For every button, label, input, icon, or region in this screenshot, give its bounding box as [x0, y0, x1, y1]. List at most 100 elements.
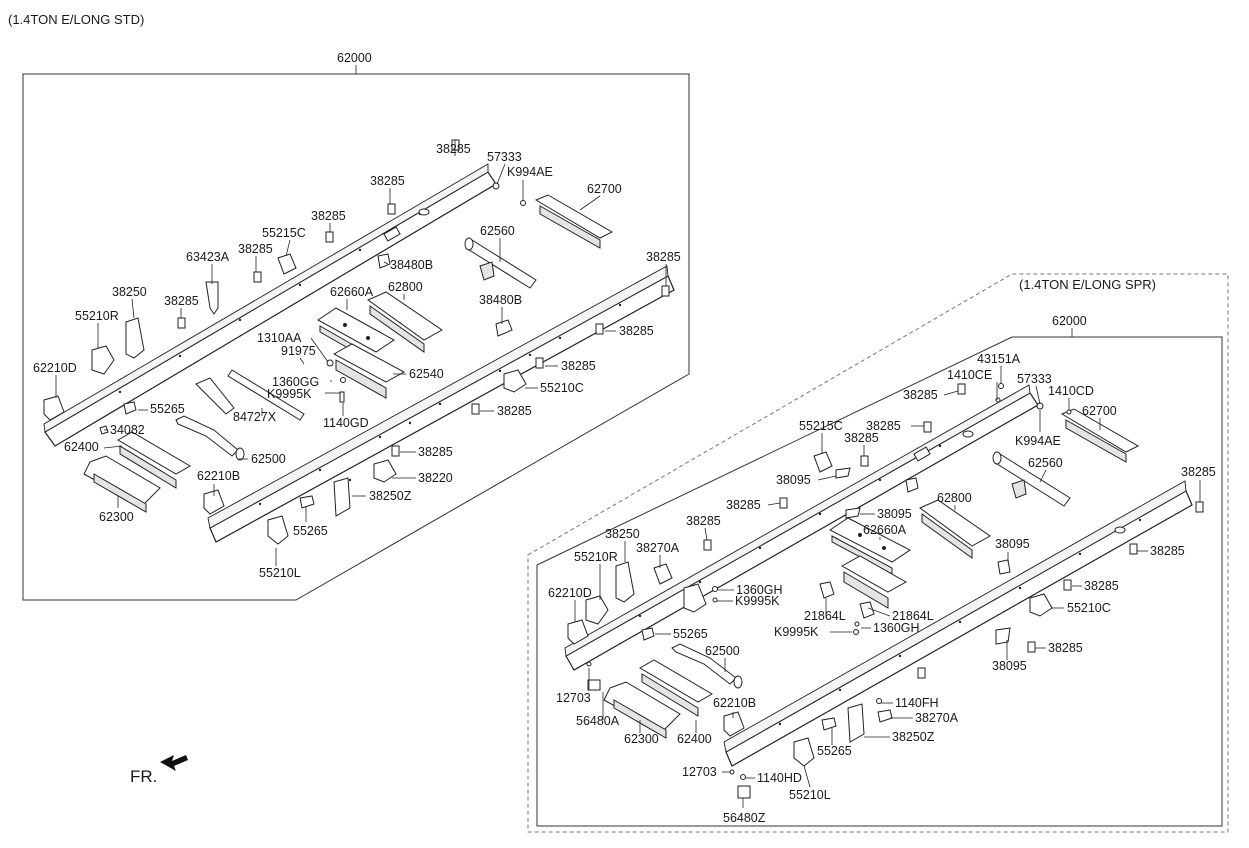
spr-label-28: 21864L — [892, 609, 934, 623]
std-label-33: 62400 — [64, 440, 99, 454]
spr-label-2: 1410CE — [947, 368, 992, 382]
std-label-9: 38285 — [238, 242, 273, 256]
std-label-8: 62560 — [480, 224, 515, 238]
std-label-41: 55210L — [259, 566, 301, 580]
spr-label-9: 38285 — [844, 431, 879, 445]
spr-part-labels: 43151A 1410CE 57333 1410CD 38285 55215C … — [548, 352, 1216, 825]
std-label-20: 1310AA — [257, 331, 302, 345]
std-label-17: 62660A — [330, 285, 374, 299]
spr-label-47: 1140HD — [757, 771, 802, 785]
std-label-29: 84727X — [233, 410, 277, 424]
front-label: FR. — [130, 767, 157, 786]
spr-label-30: K9995K — [774, 625, 819, 639]
std-label-16: 55210R — [75, 309, 119, 323]
variant-std-caption: (1.4TON E/LONG STD) — [8, 12, 144, 27]
spr-label-32: 55265 — [673, 627, 708, 641]
std-label-4: 38285 — [370, 174, 405, 188]
spr-label-4: 1410CD — [1048, 384, 1094, 398]
spr-label-42: 62300 — [624, 732, 659, 746]
std-tube-62500 — [175, 377, 245, 461]
spr-variant-dashed-box — [527, 273, 1229, 833]
std-label-6: 38285 — [311, 209, 346, 223]
std-label-11: 38480B — [390, 258, 433, 272]
std-label-32: 38285 — [497, 404, 532, 418]
std-label-31: 1140GD — [323, 416, 369, 430]
spr-label-17: 38095 — [877, 507, 912, 521]
std-label-12: 38285 — [646, 250, 681, 264]
std-label-38: 38250Z — [369, 489, 412, 503]
std-tube-62560 — [464, 237, 537, 289]
std-label-24: 62540 — [409, 367, 444, 381]
spr-label-24: 62210D — [548, 586, 592, 600]
spr-label-36: 38285 — [1048, 641, 1083, 655]
std-label-5: 62700 — [587, 182, 622, 196]
std-label-21: 91975 — [281, 344, 316, 358]
std-diagram-frame — [22, 73, 690, 601]
std-label-30: 34082 — [110, 423, 145, 437]
spr-label-20: 38270A — [636, 541, 680, 555]
spr-label-1: 43151A — [977, 352, 1021, 366]
spr-label-21: 55210R — [574, 550, 618, 564]
spr-label-33: 38285 — [1084, 579, 1119, 593]
spr-label-6: 55215C — [799, 419, 843, 433]
spr-label-44: 38250Z — [892, 730, 935, 744]
spr-label-12: 62560 — [1028, 456, 1063, 470]
spr-label-19: 62660A — [863, 523, 907, 537]
spr-label-31: 1360GH — [873, 621, 920, 635]
std-part-labels: 38285 57333 K994AE 38285 62700 38285 552… — [33, 142, 681, 580]
std-crossmember-62700 — [534, 194, 614, 249]
std-leader-lines — [55, 140, 667, 566]
std-assembly-number: 62000 — [337, 51, 372, 65]
spr-label-8: 62700 — [1082, 404, 1117, 418]
spr-label-23: 1360GH — [736, 583, 783, 597]
std-label-36: 38220 — [418, 471, 453, 485]
spr-label-41: 38270A — [915, 711, 959, 725]
std-label-25: K9995K — [267, 387, 312, 401]
spr-label-18: 38250 — [605, 527, 640, 541]
std-label-37: 62210B — [197, 469, 240, 483]
std-label-2: 57333 — [487, 150, 522, 164]
spr-label-38: 62210B — [713, 696, 756, 710]
std-label-15: 38480B — [479, 293, 522, 307]
spr-tube-62500 — [671, 643, 743, 689]
spr-tube-62560 — [992, 451, 1071, 507]
std-label-35: 38285 — [418, 445, 453, 459]
std-right-side-rail — [207, 265, 675, 543]
spr-label-13: 38285 — [1181, 465, 1216, 479]
spr-label-34: 62500 — [705, 644, 740, 658]
front-arrow-icon — [160, 755, 188, 771]
std-label-28: 55265 — [150, 402, 185, 416]
spr-label-14: 38285 — [726, 498, 761, 512]
spr-label-16: 62800 — [937, 491, 972, 505]
spr-right-side-rail — [723, 480, 1193, 767]
std-rod-84727x — [227, 369, 305, 421]
spr-crossmember-62800 — [919, 499, 991, 559]
spr-label-35: 38095 — [992, 659, 1027, 673]
std-label-10: 63423A — [186, 250, 230, 264]
spr-label-48: 55210L — [789, 788, 831, 802]
spr-label-15: 38285 — [686, 514, 721, 528]
std-small-brackets — [43, 139, 670, 545]
spr-leader-lines — [574, 366, 1201, 808]
std-label-3: K994AE — [507, 165, 553, 179]
spr-label-46: 12703 — [682, 765, 717, 779]
std-label-19: 38285 — [619, 324, 654, 338]
spr-label-45: 55265 — [817, 744, 852, 758]
std-left-side-rail — [43, 163, 497, 447]
std-label-26: 38285 — [561, 359, 596, 373]
std-label-22: 62210D — [33, 361, 77, 375]
spr-diagram-frame — [536, 336, 1223, 827]
spr-crossmember-62400 — [639, 659, 713, 717]
spr-crossmember-middle — [840, 555, 908, 609]
spr-label-39: 1140FH — [895, 696, 939, 710]
std-label-34: 62500 — [251, 452, 286, 466]
std-label-7: 55215C — [262, 226, 306, 240]
spr-label-5: 38285 — [903, 388, 938, 402]
std-crossmember-62800 — [366, 291, 443, 353]
spr-label-26: 38285 — [1150, 544, 1185, 558]
std-label-1: 38285 — [436, 142, 471, 156]
std-label-39: 62300 — [99, 510, 134, 524]
spr-label-43: 62400 — [677, 732, 712, 746]
std-label-13: 38250 — [112, 285, 147, 299]
